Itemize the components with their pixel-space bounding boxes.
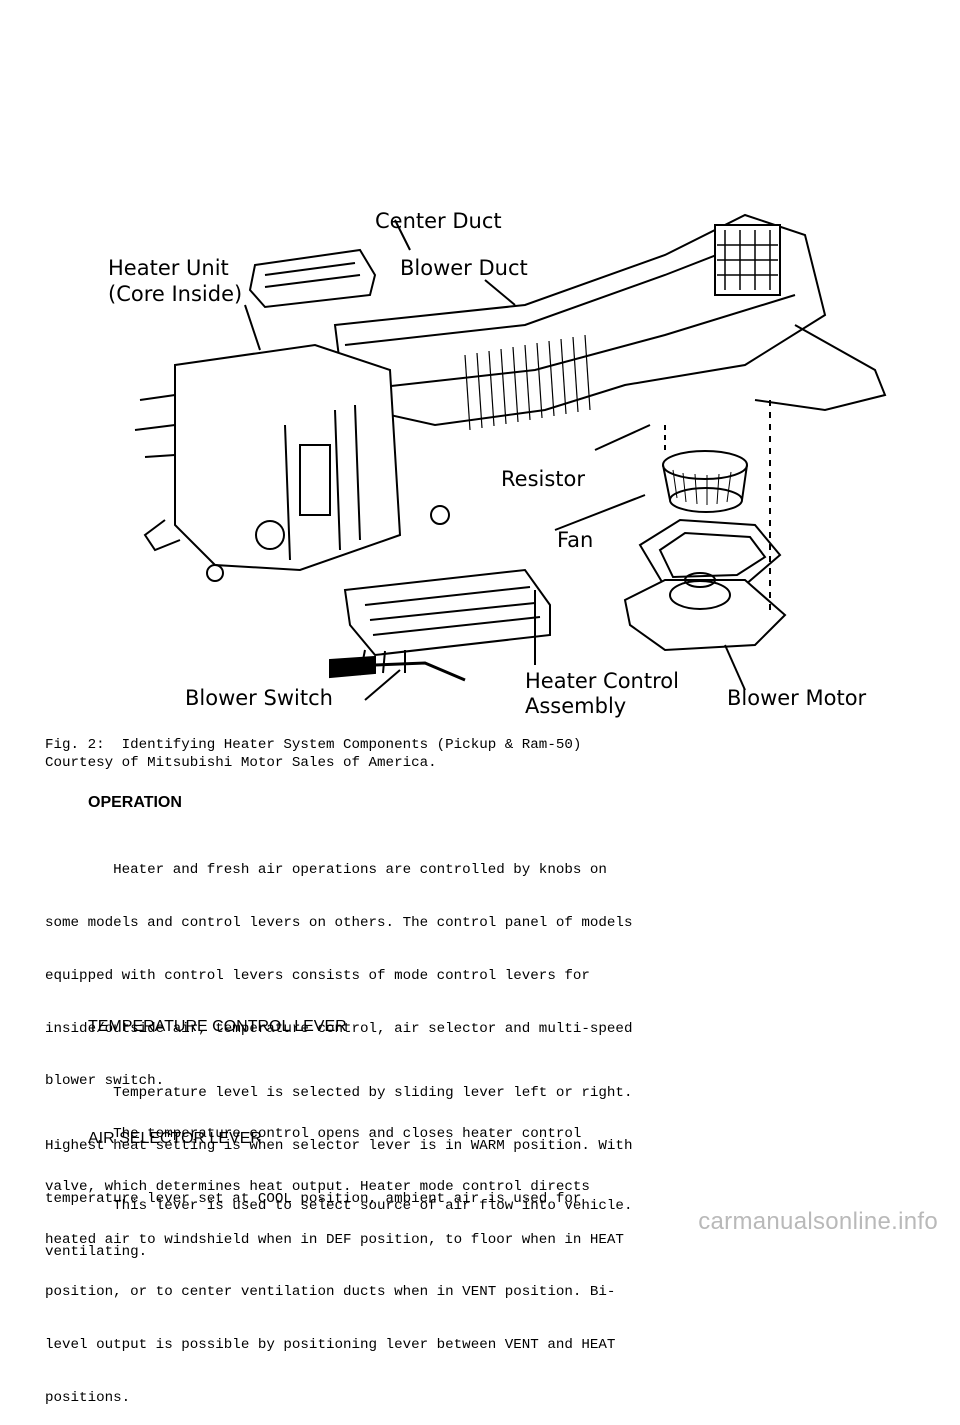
text-line: Heater and fresh air operations are cont… [45,862,607,879]
air-selector-body: This lever is used to select source of a… [45,1163,632,1233]
heading-air-selector-lever: AIR SELECTOR LEVER [88,1130,262,1147]
label-blower-motor: Blower Motor [727,686,867,710]
text-line: Highest heat setting is when selector le… [45,1137,633,1154]
text-line: ventilating. [45,1243,148,1260]
label-fan: Fan [557,528,593,552]
heading-temperature-control-lever: TEMPERATURE CONTROL LEVER [88,1018,347,1035]
label-blower-duct: Blower Duct [400,256,528,280]
text-line: some models and control levers on others… [45,914,633,931]
text-line: The temperature control opens and closes… [45,1126,582,1143]
text-line: Temperature level is selected by sliding… [45,1085,633,1102]
text-line: position, or to center ventilation ducts… [45,1284,616,1301]
heading-operation: OPERATION [88,794,182,811]
label-blower-switch: Blower Switch [185,686,333,710]
text-line: temperature lever set at COOL position, … [45,1190,582,1207]
text-line: inside/outside air, temperature control,… [45,1020,633,1037]
text-line: blower switch. [45,1073,165,1090]
label-heater-control-2: Assembly [525,694,626,718]
watermark: carmanualsonline.info [698,1208,938,1235]
label-resistor: Resistor [501,467,585,491]
text-line: equipped with control levers consists of… [45,967,590,984]
label-center-duct: Center Duct [375,209,502,233]
text-line: This lever is used to select source of a… [45,1198,633,1215]
label-heater-unit-2: (Core Inside) [108,282,242,306]
label-heater-unit-1: Heater Unit [108,256,229,280]
heater-diagram-svg: Center Duct Heater Unit (Core Inside) Bl… [108,209,887,718]
text-line: valve, which determines heat output. Hea… [45,1178,590,1195]
figure-caption-line2: Courtesy of Mitsubishi Motor Sales of Am… [45,755,437,771]
figure-caption-line1: Fig. 2: Identifying Heater System Compon… [45,737,582,753]
text-line: level output is possible by positioning … [45,1337,616,1354]
text-line: positions. [45,1390,131,1406]
heater-system-diagram: Center Duct Heater Unit (Core Inside) Bl… [105,195,895,730]
label-heater-control-1: Heater Control [525,669,679,693]
